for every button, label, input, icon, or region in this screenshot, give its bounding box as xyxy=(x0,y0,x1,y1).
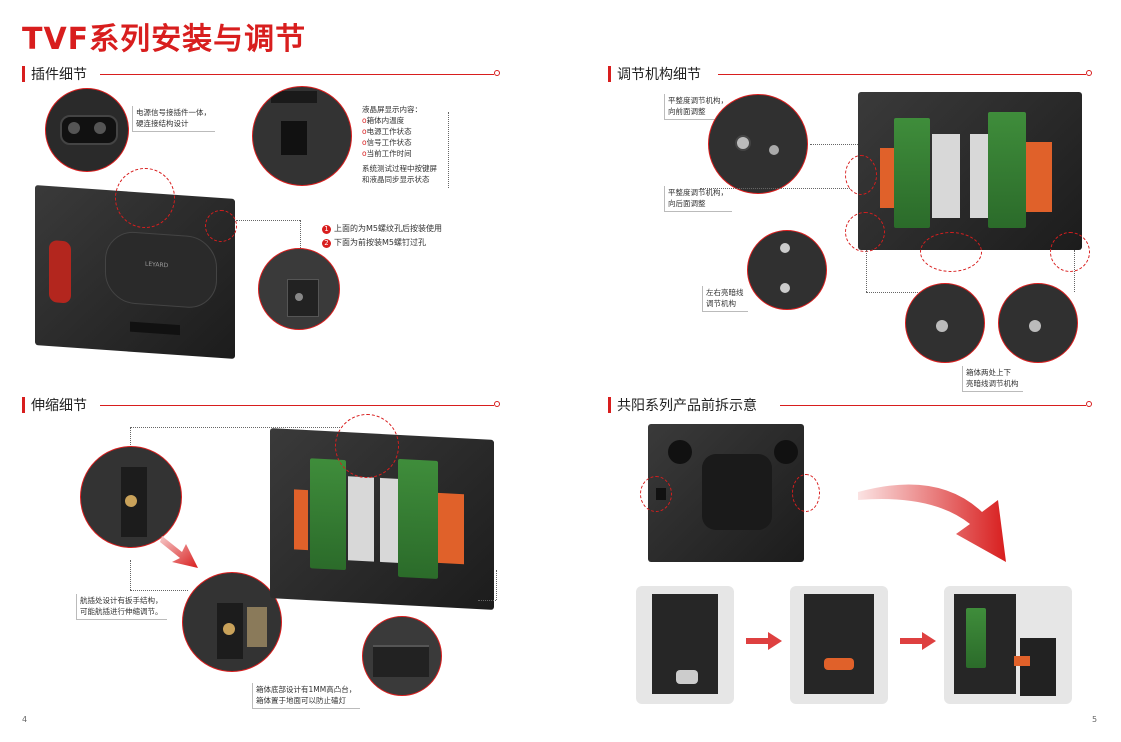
note-line: o箱体内温度 xyxy=(362,116,405,125)
section-label: 插件细节 xyxy=(31,67,87,83)
callout-circle xyxy=(115,168,175,228)
section-bar xyxy=(608,66,611,82)
note-line: 亮暗线调节机构 xyxy=(966,379,1019,388)
adjust-front-detail xyxy=(708,94,808,194)
note-line: 箱体底部设计有1MM高凸台， xyxy=(256,685,357,694)
cabinet-open-image xyxy=(858,92,1082,250)
callout-circle xyxy=(845,155,877,195)
callout-circle xyxy=(335,414,399,478)
power-note: 电源信号接插件一体， 硬连接结构设计 xyxy=(132,106,215,132)
section-rule xyxy=(100,405,494,406)
note-line: 向后面调整 xyxy=(668,199,706,208)
leader-line xyxy=(130,427,131,445)
handle-note: 航插处设计有扳手结构， 可能航插进行伸缩调节。 xyxy=(76,594,167,620)
note-line: 液晶屏显示内容： xyxy=(362,105,422,114)
section-end-dot xyxy=(1086,401,1092,407)
leader-line xyxy=(130,427,340,428)
note-line: 左右亮暗线 xyxy=(706,288,744,297)
handle-detail xyxy=(80,446,182,548)
section-end-dot xyxy=(494,401,500,407)
section-rule xyxy=(100,74,494,75)
arrow-curved-icon xyxy=(858,484,1006,562)
ud-adjust-detail-right xyxy=(998,283,1078,363)
bottom-boss-detail xyxy=(362,616,442,696)
leader-line xyxy=(130,590,188,591)
section-bar xyxy=(608,397,611,413)
note-line: 硬连接结构设计 xyxy=(136,119,189,128)
section-bar xyxy=(22,66,25,82)
leader-line xyxy=(448,112,449,188)
arrow-right-icon xyxy=(900,632,936,650)
section-common-anode: 共阳系列产品前拆示意 xyxy=(608,395,1092,415)
section-end-dot xyxy=(1086,70,1092,76)
leader-line xyxy=(496,570,497,600)
section-plugin: 插件细节 xyxy=(22,64,500,84)
section-rule xyxy=(780,405,1086,406)
callout-circle xyxy=(845,212,885,252)
lr-adjust-detail xyxy=(747,230,827,310)
note-line: 系统测试过程中按键屏 xyxy=(362,164,437,173)
leader-line xyxy=(866,292,920,293)
m5-hole-detail xyxy=(258,248,340,330)
adjust-back-note: 平整度调节机构， 向后面调整 xyxy=(664,186,732,212)
callout-circle xyxy=(640,476,672,512)
note-line: 箱体置于地面可以防止磕灯 xyxy=(256,696,346,705)
note-line: 平整度调节机构， xyxy=(668,188,728,197)
section-label: 调节机构细节 xyxy=(617,67,701,83)
page-title: TVF系列安装与调节 xyxy=(22,22,307,57)
handle-extended-detail xyxy=(182,572,282,672)
note-line: o电源工作状态 xyxy=(362,127,412,136)
callout-circle xyxy=(792,474,820,512)
section-adjust: 调节机构细节 xyxy=(608,64,1092,84)
lcd-detail xyxy=(252,86,352,186)
lr-adjust-note: 左右亮暗线 调节机构 xyxy=(702,286,748,312)
step-2-card xyxy=(790,586,888,704)
note-line: o当前工作时间 xyxy=(362,149,412,158)
adjust-front-note: 平整度调节机构， 向前面调整 xyxy=(664,94,732,120)
page-number-left: 4 xyxy=(22,715,28,724)
section-label: 共阳系列产品前拆示意 xyxy=(617,398,757,414)
leader-line xyxy=(478,600,496,601)
callout-circle xyxy=(920,232,982,272)
section-rule xyxy=(718,74,1086,75)
section-bar xyxy=(22,397,25,413)
ud-adjust-detail-left xyxy=(905,283,985,363)
arrow-right-icon xyxy=(746,632,782,650)
note-line: o信号工作状态 xyxy=(362,138,412,147)
note-line: 航插处设计有扳手结构， xyxy=(80,596,163,605)
note-line: 向前面调整 xyxy=(668,107,706,116)
section-label: 伸缩细节 xyxy=(31,398,87,414)
note-line: 箱体两处上下 xyxy=(966,368,1011,377)
callout-circle xyxy=(205,210,237,242)
step-3-card xyxy=(944,586,1072,704)
step-1-card xyxy=(636,586,734,704)
note-line: 可能航插进行伸缩调节。 xyxy=(80,607,163,616)
callout-circle xyxy=(1050,232,1090,272)
note-line: 和液晶同步显示状态 xyxy=(362,175,430,184)
lcd-note: 液晶屏显示内容： o箱体内温度 o电源工作状态 o信号工作状态 o当前工作时间 … xyxy=(362,104,437,185)
ud-adjust-note: 箱体两处上下 亮暗线调节机构 xyxy=(962,366,1023,392)
note-line: 调节机构 xyxy=(706,299,736,308)
power-connector-detail xyxy=(45,88,129,172)
section-end-dot xyxy=(494,70,500,76)
section-telescopic: 伸缩细节 xyxy=(22,395,500,415)
note-line: 电源信号接插件一体， xyxy=(136,108,211,117)
leader-line xyxy=(810,144,858,145)
leader-line xyxy=(866,250,867,292)
leader-line xyxy=(130,560,131,590)
leader-line xyxy=(300,220,301,248)
leader-line xyxy=(700,188,850,189)
bottom-note: 箱体底部设计有1MM高凸台， 箱体置于地面可以防止磕灯 xyxy=(252,683,361,709)
arrow-down-right-icon xyxy=(160,536,198,568)
page-number-right: 5 xyxy=(1092,715,1098,724)
note-line: 平整度调节机构， xyxy=(668,96,728,105)
leader-line xyxy=(236,220,300,221)
leader-line xyxy=(1074,250,1075,292)
